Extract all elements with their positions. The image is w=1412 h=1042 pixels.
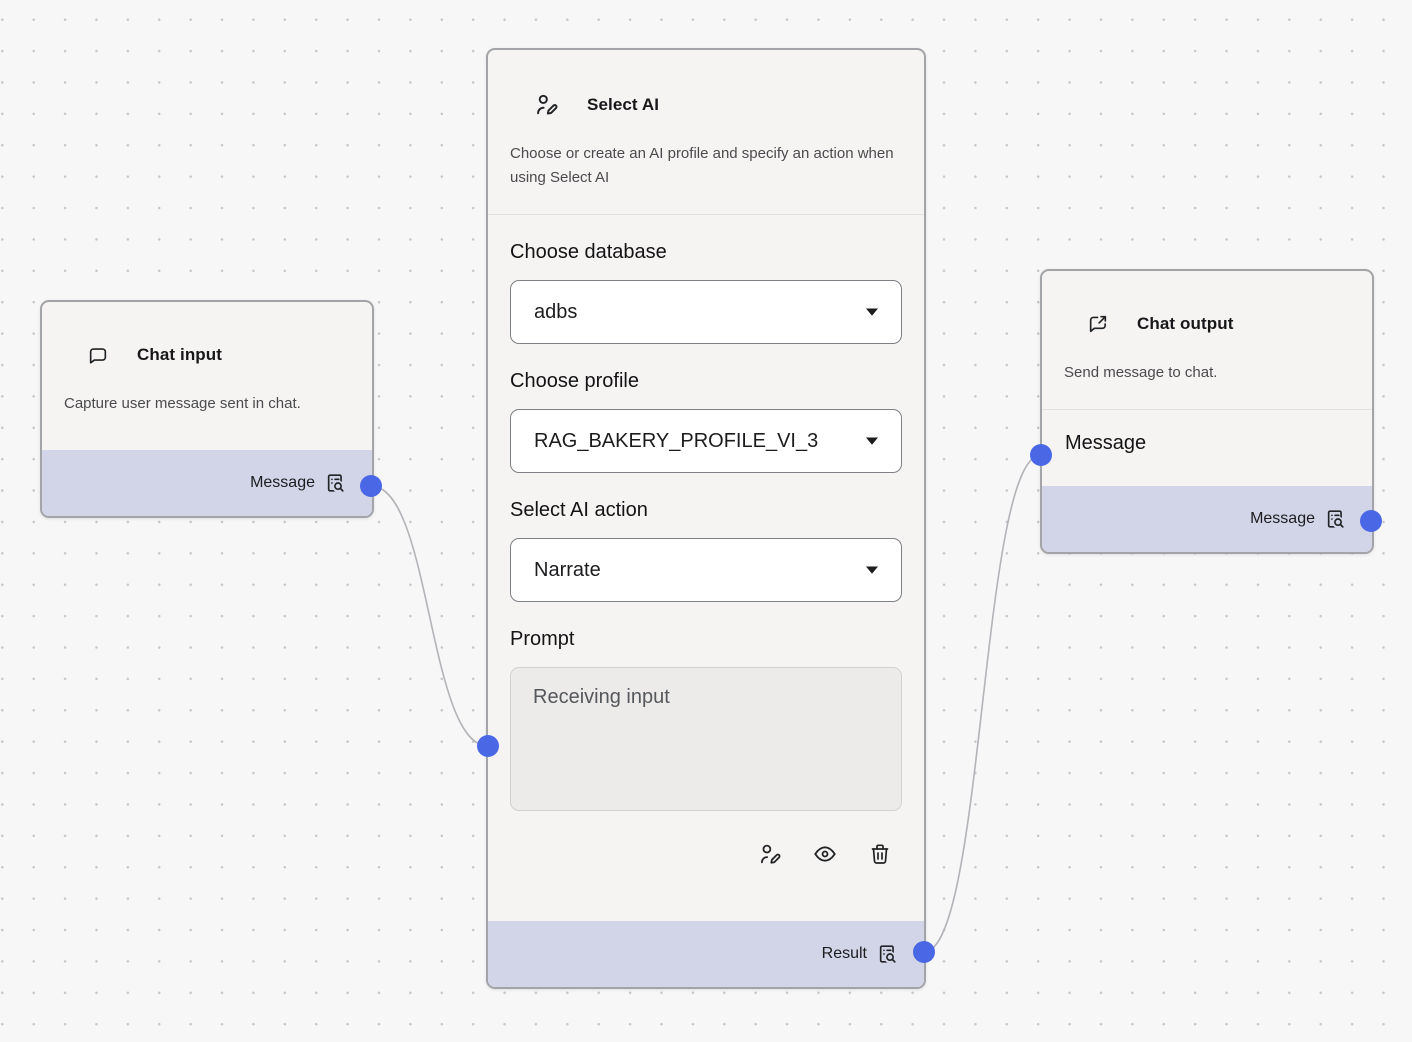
output-label: Message [250, 474, 315, 491]
handle-chat-input-message-output[interactable] [360, 475, 382, 497]
output-label: Result [821, 945, 867, 962]
chevron-down-icon [865, 565, 879, 575]
user-edit-icon[interactable] [757, 842, 782, 867]
field-label-choose-database: Choose database [510, 241, 667, 263]
node-description: Choose or create an AI profile and speci… [510, 145, 894, 186]
handle-chat-output-message-output[interactable] [1360, 510, 1382, 532]
node-select-ai[interactable]: Select AI Choose or create an AI profile… [486, 48, 926, 989]
prompt-textarea[interactable]: Receiving input [510, 667, 902, 811]
handle-select-ai-prompt-input[interactable] [477, 735, 499, 757]
header-divider [488, 214, 924, 215]
list-search-icon[interactable] [325, 472, 347, 494]
chevron-down-icon [865, 436, 879, 446]
trash-icon[interactable] [868, 842, 892, 866]
chat-input-output-row: Message [42, 450, 372, 516]
chat-output-header: Chat output [1042, 271, 1372, 335]
ai-action-select-value: Narrate [534, 558, 601, 581]
user-edit-icon [533, 92, 559, 118]
edge-chatinput-to-selectai[interactable] [370, 485, 489, 747]
chat-output-output-row: Message [1042, 486, 1372, 552]
eye-icon[interactable] [812, 841, 838, 867]
chat-input-header: Chat input [42, 302, 372, 366]
prompt-placeholder: Receiving input [533, 686, 670, 708]
list-search-icon[interactable] [877, 943, 899, 965]
field-label-choose-profile: Choose profile [510, 370, 639, 392]
input-label: Message [1065, 432, 1147, 454]
profile-select-value: RAG_BAKERY_PROFILE_VI_3 [534, 429, 819, 452]
database-select-value: adbs [534, 300, 578, 323]
node-chat-output[interactable]: Chat output Send message to chat. Messag… [1040, 269, 1374, 554]
field-label-prompt: Prompt [510, 628, 575, 650]
select-ai-toolbar [488, 811, 924, 889]
select-ai-header: Select AI [488, 50, 924, 118]
message-icon [87, 344, 109, 366]
node-title: Chat output [1137, 314, 1234, 333]
profile-select[interactable]: RAG_BAKERY_PROFILE_VI_3 [510, 409, 902, 473]
message-share-icon [1087, 313, 1109, 335]
ai-action-select[interactable]: Narrate [510, 538, 902, 602]
output-label: Message [1250, 510, 1315, 527]
divider [1042, 409, 1372, 410]
chevron-down-icon [865, 307, 879, 317]
handle-select-ai-result-output[interactable] [913, 941, 935, 963]
node-chat-input[interactable]: Chat input Capture user message sent in … [40, 300, 374, 518]
select-ai-output-row: Result [488, 921, 924, 987]
node-title: Select AI [587, 95, 660, 114]
chat-output-input-row: Message [1042, 410, 1372, 477]
field-label-ai-action: Select AI action [510, 499, 648, 521]
list-search-icon[interactable] [1325, 508, 1347, 530]
database-select[interactable]: adbs [510, 280, 902, 344]
handle-chat-output-message-input[interactable] [1030, 444, 1052, 466]
node-title: Chat input [137, 345, 223, 364]
edge-selectai-to-chatoutput[interactable] [923, 454, 1042, 953]
node-description: Capture user message sent in chat. [64, 395, 301, 412]
node-description: Send message to chat. [1064, 364, 1218, 381]
